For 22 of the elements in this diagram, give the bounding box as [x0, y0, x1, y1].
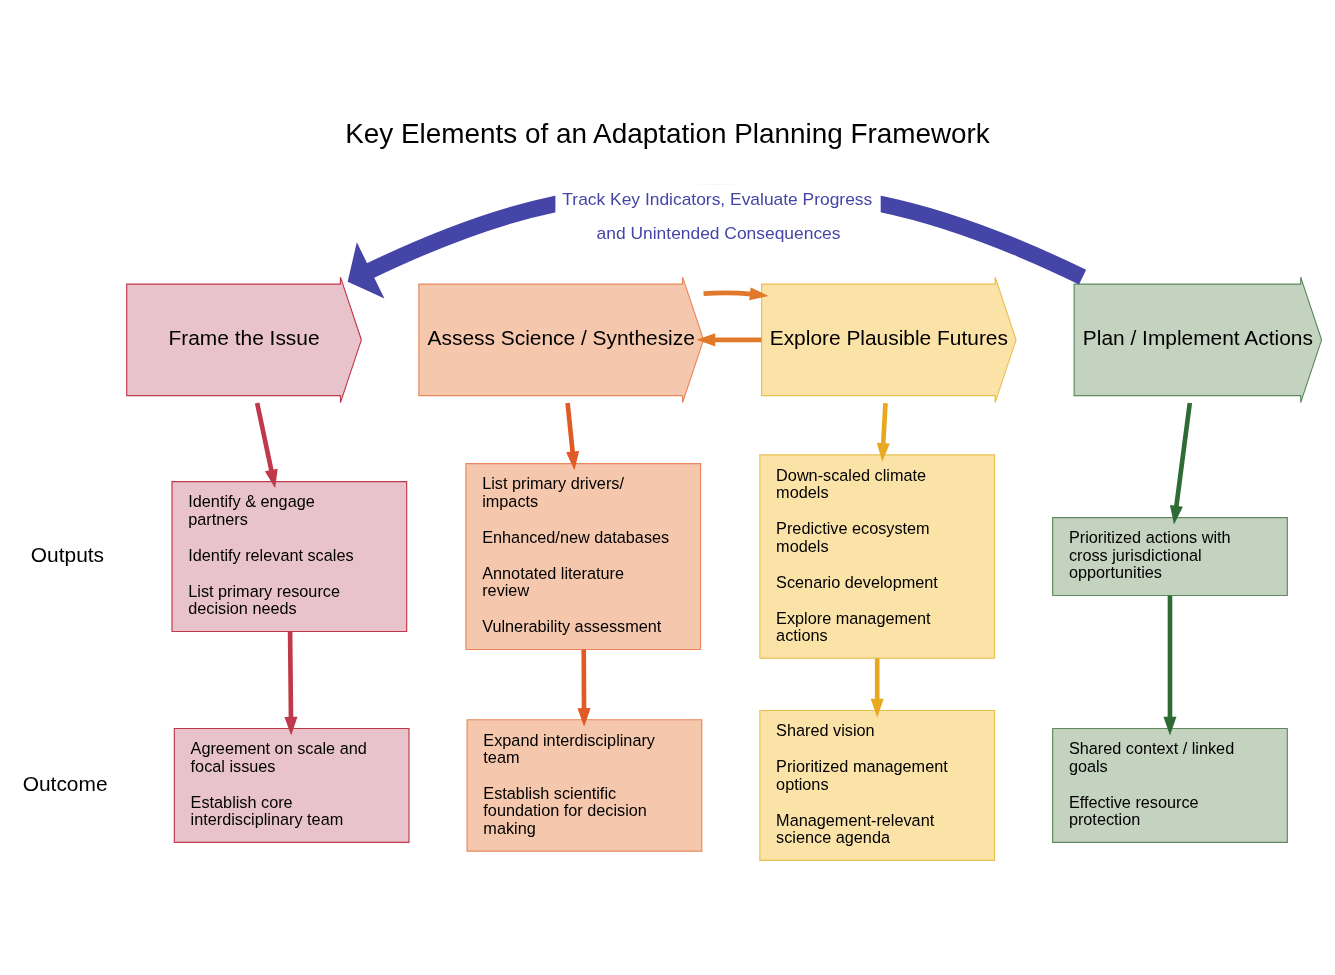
- node-box: Agreement on scale and focal issues Establish core interdisciplinary team: [173, 727, 410, 843]
- node-box: Identify & engage partners Identify relevant scales List primary resource decision needs: [171, 480, 408, 632]
- arrow: [703, 286, 769, 300]
- node-box: Shared vision Prioritized management options Management-relevant science agenda: [759, 709, 996, 861]
- label: Outcome: [22, 771, 108, 795]
- node-box: Prioritized actions with cross jurisdictional opportunities: [1052, 516, 1288, 596]
- arrow: [1169, 402, 1193, 524]
- node-box: List primary drivers/ impacts Enhanced/new databases Annotated literature review Vulnerability assessment: [465, 462, 702, 650]
- arrow: [254, 402, 278, 488]
- arrow: [876, 402, 890, 462]
- node-box: Down-scaled climate models Predictive ecosystem models Scenario development Explore management actions: [759, 453, 996, 659]
- arrow: [284, 631, 298, 735]
- arrow: [1163, 595, 1177, 735]
- node-box: Shared context / linked goals Effective resource protection: [1052, 727, 1288, 843]
- diagram-title: Key Elements of an Adaptation Planning Framework: [345, 117, 990, 149]
- label: Outputs: [30, 542, 105, 566]
- arrow: [696, 332, 762, 346]
- arrow: [870, 657, 884, 717]
- arrow: [577, 649, 591, 727]
- edge-label: Track Key Indicators, Evaluate Progress and Unintended Consequences: [562, 188, 873, 243]
- node-box: Expand interdisciplinary team Establish scientific foundation for decision making: [466, 718, 703, 852]
- arrow: [565, 402, 580, 470]
